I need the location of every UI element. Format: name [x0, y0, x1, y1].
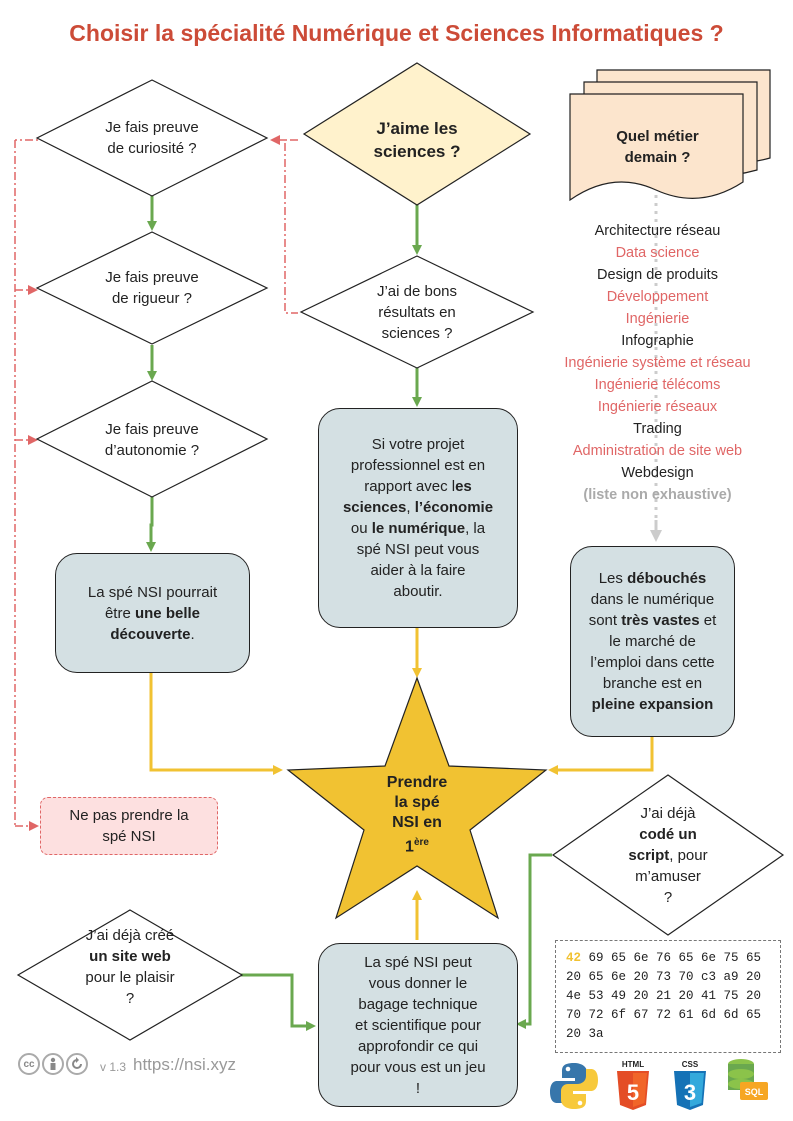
box-projet: Si votre projet professionnel est en rap… [318, 408, 518, 628]
job-item: Développement [606, 289, 709, 305]
job-item: Ingénierie [625, 311, 690, 327]
css3-logo-icon: CSS 3 [674, 1060, 706, 1110]
svg-text:CSS: CSS [682, 1060, 699, 1069]
diamond-site-web-text: J’ai déjà créé un site web pour le plais… [85, 927, 175, 1007]
star-text: Prendre la spé NSI en 1ère [386, 774, 448, 856]
arrow-debouches-star [548, 737, 654, 775]
sql-database-icon: SQL [728, 1059, 768, 1100]
star-shape [286, 676, 548, 920]
job-item: Administration de site web [572, 443, 743, 459]
box-bagage: La spé NSI peut vous donner le bagage te… [318, 943, 518, 1107]
job-item: Architecture réseau [594, 223, 721, 239]
job-item: Design de produits [597, 267, 718, 283]
box-debouches: Les débouchés dans le numérique sont trè… [570, 546, 735, 737]
arrow-siteweb-bagage [240, 973, 316, 1031]
job-item: Data science [615, 245, 700, 261]
diamond-script-text: J’ai déjà codé un script, pour m’amuser … [628, 805, 708, 906]
job-item: Ingénierie système et réseau [564, 355, 751, 371]
diamond-curiosite [35, 79, 269, 197]
python-logo-icon [550, 1063, 598, 1109]
svg-text:SQL: SQL [745, 1087, 764, 1097]
version-label: v 1.3 [100, 1060, 127, 1074]
paper-stack [569, 69, 771, 202]
job-item: Trading [633, 421, 682, 437]
svg-text:5: 5 [627, 1080, 639, 1105]
arrow-script-bagage [516, 853, 552, 1029]
hex-code-block: 42 69 65 6e 76 65 6e 75 65 20 65 6e 20 7… [555, 940, 781, 1053]
job-item: Ingénierie télécoms [594, 377, 721, 393]
job-item: Webdesign [621, 465, 694, 481]
svg-text:HTML: HTML [622, 1060, 644, 1069]
box-decouverte: La spé NSI pourrait être une belle décou… [55, 553, 250, 673]
sa-icon [66, 1053, 88, 1075]
site-url[interactable]: https://nsi.xyz [133, 1055, 236, 1074]
diamond-rigueur [35, 231, 269, 345]
diamond-sciences [302, 62, 532, 206]
diamond-autonomie [35, 380, 269, 498]
by-icon [42, 1053, 64, 1075]
job-item: (liste non exhaustive) [583, 487, 732, 503]
dashed-resultats-link [284, 139, 298, 314]
svg-text:3: 3 [684, 1080, 696, 1105]
diamond-site-web [16, 909, 244, 1041]
cc-icon: cc [18, 1053, 40, 1075]
diamond-resultats [299, 255, 535, 369]
job-item: Infographie [621, 333, 694, 349]
html5-logo-icon: HTML 5 [617, 1060, 649, 1110]
diamond-script [551, 774, 785, 936]
arrow-decouverte-star [149, 673, 283, 775]
arrow-autonomie-decouverte [146, 497, 156, 552]
page-title: Choisir la spécialité Numérique et Scien… [69, 20, 724, 46]
job-item: Ingénierie réseaux [597, 399, 718, 415]
